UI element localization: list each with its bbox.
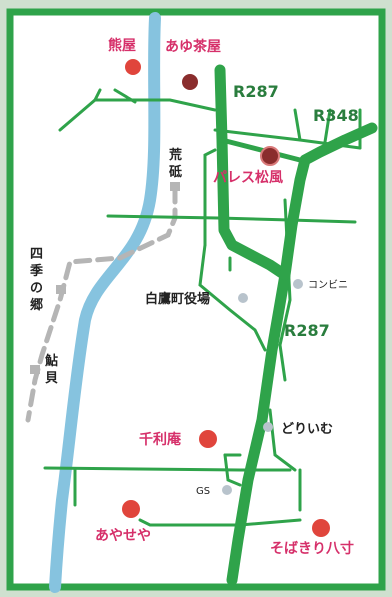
label-ayaseya: あやせや — [95, 528, 151, 544]
station-marker — [56, 285, 66, 294]
label-r287-top: R287 — [233, 82, 279, 101]
shop-marker-kumaya[interactable] — [125, 59, 141, 75]
label-palace: パレス松風 — [213, 169, 283, 186]
label-shiki: 四 — [30, 247, 43, 262]
river — [49, 12, 161, 593]
map-paper — [6, 8, 386, 591]
shop-marker-senrian[interactable] — [199, 430, 217, 448]
poi-marker-gs — [222, 485, 232, 495]
label-no: の — [30, 281, 43, 296]
poi-marker-konbini — [293, 279, 303, 289]
label-kumaya: 熊屋 — [108, 37, 136, 54]
minor-roads — [43, 88, 362, 527]
shop-marker-sobakiri[interactable] — [312, 519, 330, 537]
label-kai: 貝 — [45, 371, 58, 386]
label-ayu: 鮎 — [45, 353, 58, 369]
road-link — [219, 137, 303, 163]
label-town-hall: 白鷹町役場 — [145, 291, 210, 307]
shop-marker-palace[interactable] — [260, 146, 280, 166]
label-sato: 郷 — [30, 298, 43, 313]
label-ayu-chaya: あゆ茶屋 — [165, 38, 221, 55]
label-konbini: コンビニ — [308, 279, 348, 291]
label-ara: 荒 — [168, 147, 182, 163]
label-senrian: 千利庵 — [139, 431, 182, 448]
label-to: 砥 — [169, 164, 182, 180]
label-gs: GS — [196, 486, 210, 497]
label-sobakiri: そばきり八寸 — [270, 540, 354, 557]
road-r348 — [279, 122, 378, 281]
station-marker — [30, 365, 40, 374]
shop-marker-ayu-chaya[interactable] — [182, 74, 198, 90]
station-marker — [170, 182, 180, 191]
label-dorium: どりいむ — [281, 422, 333, 437]
label-r287-mid: R287 — [284, 321, 330, 340]
label-ki: 季 — [29, 263, 43, 279]
label-r348: R348 — [313, 106, 359, 125]
poi-marker-town-hall — [238, 293, 248, 303]
poi-marker-dorium — [263, 422, 273, 432]
shop-marker-ayaseya[interactable] — [122, 500, 140, 518]
